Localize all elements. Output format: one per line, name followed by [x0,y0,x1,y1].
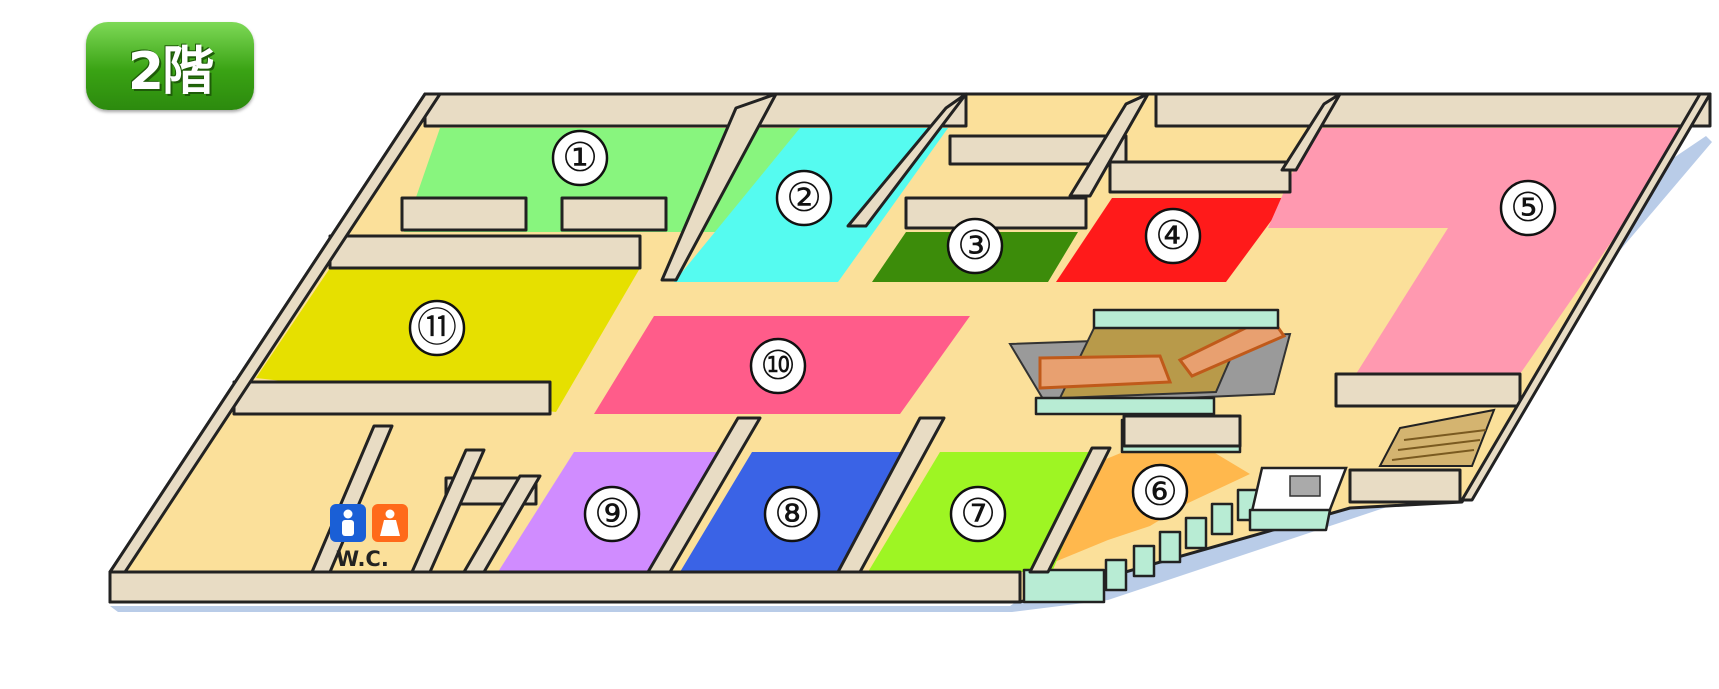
elevator-icon[interactable] [1248,466,1348,532]
area-7-label: ⑦ [949,485,1007,543]
area-1-label: ① [551,129,609,187]
escalator-icon[interactable] [1008,308,1292,416]
svg-text:⑦: ⑦ [960,491,996,537]
area-3-label: ③ [946,217,1004,275]
svg-text:②: ② [786,175,822,221]
area-9-label: ⑨ [583,485,641,543]
floor-label-badge[interactable]: 2階 [86,22,254,110]
restroom-label: W.C. [336,547,389,571]
area-10-label: ⑩ [749,337,807,395]
restroom-group[interactable]: W.C. [330,504,408,571]
area-5-label: ⑤ [1499,179,1557,237]
svg-text:④: ④ [1155,213,1191,259]
walls [108,92,1712,604]
stairs-icon[interactable] [1378,408,1496,467]
area-11-label: ⑪ [408,299,466,357]
svg-text:⑤: ⑤ [1510,185,1546,231]
svg-text:⑨: ⑨ [594,491,630,537]
area-6-label: ⑥ [1131,463,1189,521]
svg-text:①: ① [562,135,598,181]
area-5[interactable] [1268,128,1690,374]
area-8-label: ⑧ [763,485,821,543]
floor-label: 2階 [127,41,214,102]
step-glass-blocks [1104,488,1260,592]
svg-text:⑥: ⑥ [1142,469,1178,515]
svg-text:⑩: ⑩ [760,343,796,389]
area-4-label: ④ [1144,207,1202,265]
svg-text:⑧: ⑧ [774,491,810,537]
area-2-label: ② [775,169,833,227]
svg-text:③: ③ [957,223,993,269]
glass-partition-lower [1022,568,1106,604]
svg-text:⑪: ⑪ [417,305,457,351]
